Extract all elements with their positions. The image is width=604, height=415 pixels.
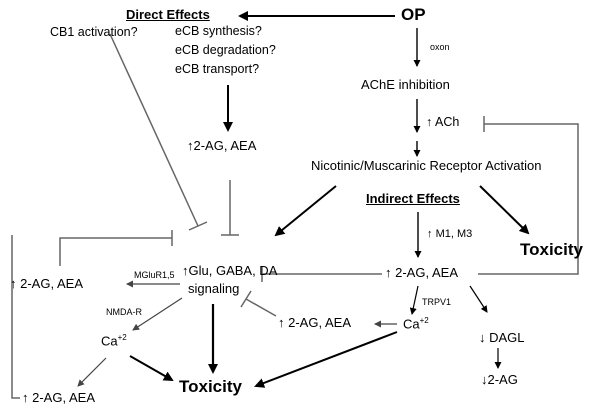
inhibit-ag-mid-to-glu-bar xyxy=(240,290,252,308)
m1-m3-text: M1, M3 xyxy=(435,228,473,240)
feedback-bracket-left xyxy=(11,235,20,399)
up-arrow-icon: ↑ xyxy=(182,263,189,278)
ecb-degradation-label: eCB degradation? xyxy=(175,43,276,57)
up-arrow-icon: ↑ xyxy=(10,276,17,291)
ache-inhibition-label: AChE inhibition xyxy=(361,77,450,92)
ag-bottom-label: ↓2-AG xyxy=(481,372,518,388)
arrow-glu-to-ca-left xyxy=(132,297,183,331)
ag-aea-left-label: ↑ 2-AG, AEA xyxy=(10,276,83,292)
ca-left-charge: +2 xyxy=(117,333,127,342)
ag-aea-bottom-left-text: 2-AG, AEA xyxy=(32,390,95,405)
direct-effects-heading: Direct Effects xyxy=(126,7,210,22)
dagl-label: ↓ DAGL xyxy=(479,330,525,346)
toxicity-right-label: Toxicity xyxy=(520,240,583,259)
down-arrow-icon: ↓ xyxy=(481,372,488,387)
arrow-receptor-to-glu xyxy=(274,185,337,237)
ecb-synthesis-label: eCB synthesis? xyxy=(175,24,262,38)
toxicity-bottom-label: Toxicity xyxy=(179,377,242,396)
ag-aea-mid-text: 2-AG, AEA xyxy=(288,315,351,330)
op-label: OP xyxy=(401,5,426,24)
ag-aea-direct-label: ↑2-AG, AEA xyxy=(187,138,257,154)
arrow-receptor-to-toxicity xyxy=(479,185,530,235)
arrow-ca-to-toxicity xyxy=(254,331,398,388)
oxon-label: oxon xyxy=(430,42,450,52)
ag-aea-bottom-left-label: ↑ 2-AG, AEA xyxy=(22,390,95,406)
ag-aea-center-text: 2-AG, AEA xyxy=(395,265,458,280)
up-arrow-icon: ↑ xyxy=(22,390,29,405)
down-arrow-icon: ↓ xyxy=(479,330,486,345)
ag-aea-center-label: ↑ 2-AG, AEA xyxy=(385,265,458,281)
arrow-ag-to-dagl xyxy=(469,285,488,313)
ca-right-text: Ca xyxy=(403,316,420,332)
ag-aea-mid-label: ↑ 2-AG, AEA xyxy=(278,315,351,331)
up-arrow-icon: ↑ xyxy=(427,228,433,240)
inhibit-ag-mid-to-glu xyxy=(245,298,277,317)
up-arrow-icon: ↑ xyxy=(278,315,285,330)
ca-left-label: Ca+2 xyxy=(101,333,127,349)
mglur-label: MGluR1,5 xyxy=(134,270,175,280)
ca-right-label: Ca+2 xyxy=(403,316,429,332)
inhibit-cb1-to-glu-bar xyxy=(188,221,208,231)
ecb-transport-label: eCB transport? xyxy=(175,62,260,76)
cb1-activation-label: CB1 activation? xyxy=(50,25,138,39)
inhibit-ag-left-to-glu xyxy=(59,237,172,266)
up-arrow-icon: ↑ xyxy=(385,265,392,280)
receptor-activation-label: Nicotinic/Muscarinic Receptor Activation xyxy=(311,158,542,173)
m1-m3-label: ↑ M1, M3 xyxy=(427,228,472,241)
dagl-text: DAGL xyxy=(489,330,525,345)
arrow-ca-left-to-toxicity xyxy=(129,355,174,381)
glu-gaba-da-text: Glu, GABA, DA xyxy=(188,263,278,278)
indirect-effects-heading: Indirect Effects xyxy=(366,191,460,206)
arrow-ag-to-ca xyxy=(409,285,419,315)
inhibit-ag-to-ach xyxy=(478,123,579,275)
ach-text: ACh xyxy=(435,115,460,129)
ag-aea-left-text: 2-AG, AEA xyxy=(20,276,83,291)
arrow-ca-left-to-ag xyxy=(77,357,107,387)
nmda-r-label: NMDA-R xyxy=(106,307,142,317)
signaling-label: signaling xyxy=(188,281,240,296)
glu-gaba-da-label: ↑Glu, GABA, DA xyxy=(182,263,278,279)
ag-bottom-text: 2-AG xyxy=(487,372,518,387)
ag-aea-direct-text: 2-AG, AEA xyxy=(193,138,257,153)
up-arrow-icon: ↑ xyxy=(426,115,433,129)
ca-left-text: Ca xyxy=(101,333,118,349)
up-arrow-icon: ↑ xyxy=(187,138,194,153)
ach-label: ↑ ACh xyxy=(426,115,459,129)
ca-right-charge: +2 xyxy=(419,316,429,325)
trpv1-label: TRPV1 xyxy=(422,297,452,307)
inhibit-cb1-to-glu xyxy=(109,33,199,227)
